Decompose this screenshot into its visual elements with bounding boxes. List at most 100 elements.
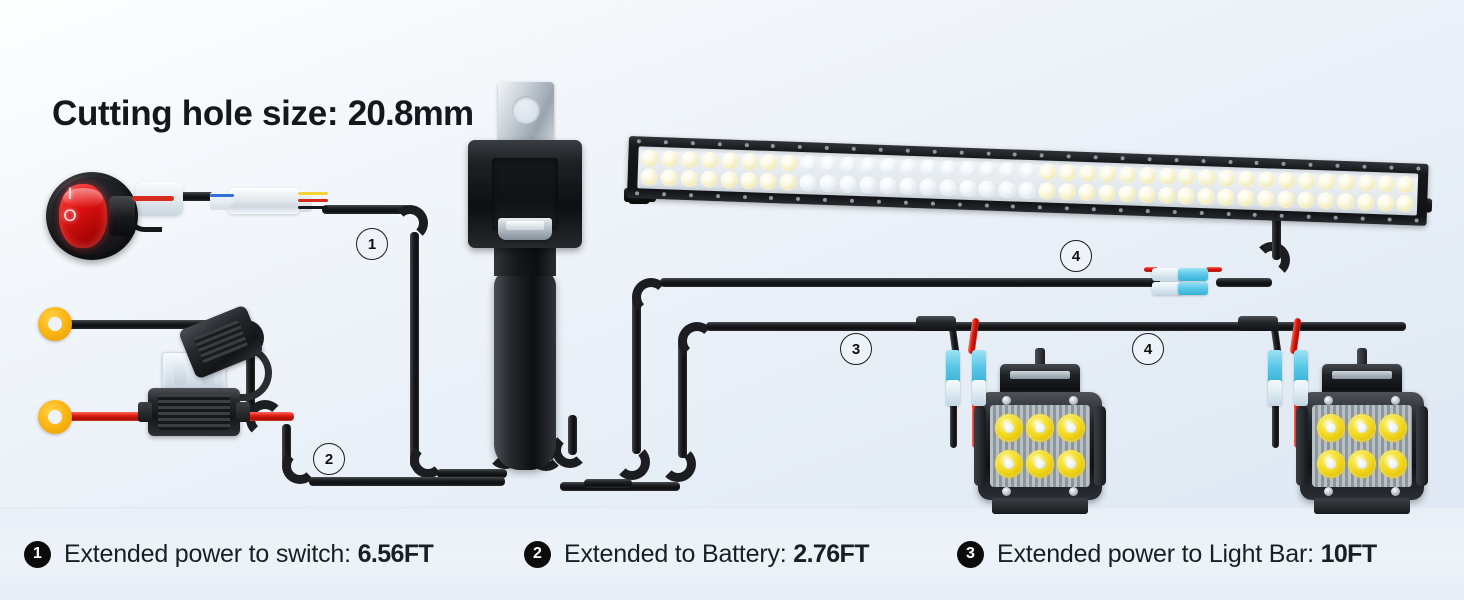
spade-connector-pod-left-red [972,350,986,384]
caption-1: 1 Extended power to switch: 6.56FT [24,526,434,582]
switch-on-glyph: I [67,184,73,203]
cable-3-branch-sleeve-right [1238,316,1278,331]
caption-1-badge: 1 [24,540,51,568]
fuse-holder-right-cap [236,402,250,422]
rocker-switch[interactable]: I O [46,172,138,260]
pod-right-base [1314,498,1410,514]
led-light-bar[interactable] [626,136,1429,226]
cable-2-red-after-fuse [238,412,294,421]
callout-4-b: 4 [1132,333,1164,365]
cable-3-vertical [678,340,687,458]
cable-4-horizontal-upper [660,278,1160,287]
relay-neck [494,246,556,276]
cutting-hole-value: 20.8mm [347,94,474,133]
pod-left-bolt-tr [1069,396,1078,405]
fuse-holder-ribs [158,394,230,430]
relay-clip [498,218,552,240]
relay-module[interactable] [468,140,582,248]
cable-2-black-from-terminal [68,320,238,329]
pod-right-bolt-bl [1324,487,1333,496]
pod-right-bolt-tr [1391,396,1400,405]
caption-2-badge: 2 [524,540,551,568]
pod-right-lens-area [1312,405,1412,487]
ring-terminal-negative [38,307,72,341]
pod-right-led-row-bottom [1317,450,1407,478]
callout-4-a: 4 [1060,240,1092,272]
caption-2: 2 Extended to Battery: 2.76FT [524,526,869,582]
switch-face[interactable] [59,184,107,248]
pod-right-bolt-br [1391,487,1400,496]
switch-mounting-nut [109,196,135,236]
caption-1-value: 6.56FT [357,539,434,568]
pod-left-lens-area [990,405,1090,487]
pod-left-side-bracket-right [1094,406,1106,486]
cable-4-bend-a [552,432,588,468]
cable-1-bend-bottom-left [410,442,446,478]
connector-wire-red [298,199,328,202]
connector-wire-white [210,200,234,203]
pod-left-side-bracket-left [974,406,986,486]
cable-1-horizontal-top [322,205,410,214]
inline-fuse-holder[interactable] [138,388,250,436]
cable-4-bend-c [632,278,670,316]
caption-2-text: Extended to Battery: 2.76FT [564,539,869,568]
caption-3-value: 10FT [1320,539,1378,568]
spade-connector-left-b [1178,282,1208,295]
caption-bar: 1 Extended power to switch: 6.56FT 2 Ext… [0,507,1464,600]
pod-right-black-lead [1272,402,1279,448]
pod-left-led-row-top [995,414,1085,442]
pod-left-stem [1035,348,1045,368]
callout-1: 1 [356,228,388,260]
cable-3-branch-sleeve-left [916,316,956,331]
spade-connector-pod-right-red [1294,350,1308,384]
pod-right-stem [1357,348,1367,368]
connector-wire-blue [210,194,234,197]
cable-4-red-pigtail-2 [1206,267,1222,272]
caption-3-text: Extended power to Light Bar: 10FT [997,539,1378,568]
cable-4-vertical [632,296,641,454]
spade-connector-pod-right-black [1268,350,1282,384]
pod-left-bolt-bl [1002,487,1011,496]
caption-3-badge: 3 [957,540,984,568]
pod-left-base [992,498,1088,514]
spade-sleeve-pod-left-black [946,380,960,406]
cable-1-vertical [410,232,419,468]
pod-left-heatsink [1000,364,1080,396]
cable-2-horizontal-bottom [309,477,505,486]
spade-connector-sleeve-left-a [1152,268,1182,281]
cable-4-red-pigtail [1144,267,1158,272]
pod-right-bolt-tl [1324,396,1333,405]
cable-4-horizontal-to-bar [1216,278,1272,287]
led-pod-light-left[interactable] [974,348,1106,514]
pod-left-bolt-tl [1002,396,1011,405]
caption-3: 3 Extended power to Light Bar: 10FT [957,526,1377,582]
fuse-cover-grip [193,320,249,364]
cable-switch-to-connector [176,192,236,201]
switch-off-glyph: O [63,206,77,225]
inline-connector-white[interactable] [210,188,312,214]
spade-sleeve-pod-right-black [1268,380,1282,406]
cable-3-bend-b [660,446,696,482]
callout-3: 3 [840,333,872,365]
caption-1-text: Extended power to switch: 6.56FT [64,539,434,568]
pod-left-bolt-br [1069,487,1078,496]
pod-right-led-row-top [1317,414,1407,442]
cable-2-bend-bottom [282,448,318,484]
page-title: Cutting hole size: 20.8mm [52,94,474,133]
spade-connector-pod-left-black [946,350,960,384]
cable-4-riser-to-lightbar [1272,200,1281,260]
cable-2-vertical-down [282,424,291,466]
spade-connector-left-a [1178,268,1208,281]
connector-wire-yellow [298,192,328,195]
pod-right-heatsink [1322,364,1402,396]
pod-right-side-bracket-left [1296,406,1308,486]
switch-wire-red [132,196,174,201]
led-pod-light-right[interactable] [1296,348,1428,514]
callout-2: 2 [313,443,345,475]
spade-sleeve-pod-left-red [972,380,986,406]
cable-4-bend-b [614,444,650,480]
pod-left-led-row-bottom [995,450,1085,478]
pod-left-black-lead [950,402,957,448]
bracket-mounting-hole [512,96,540,124]
